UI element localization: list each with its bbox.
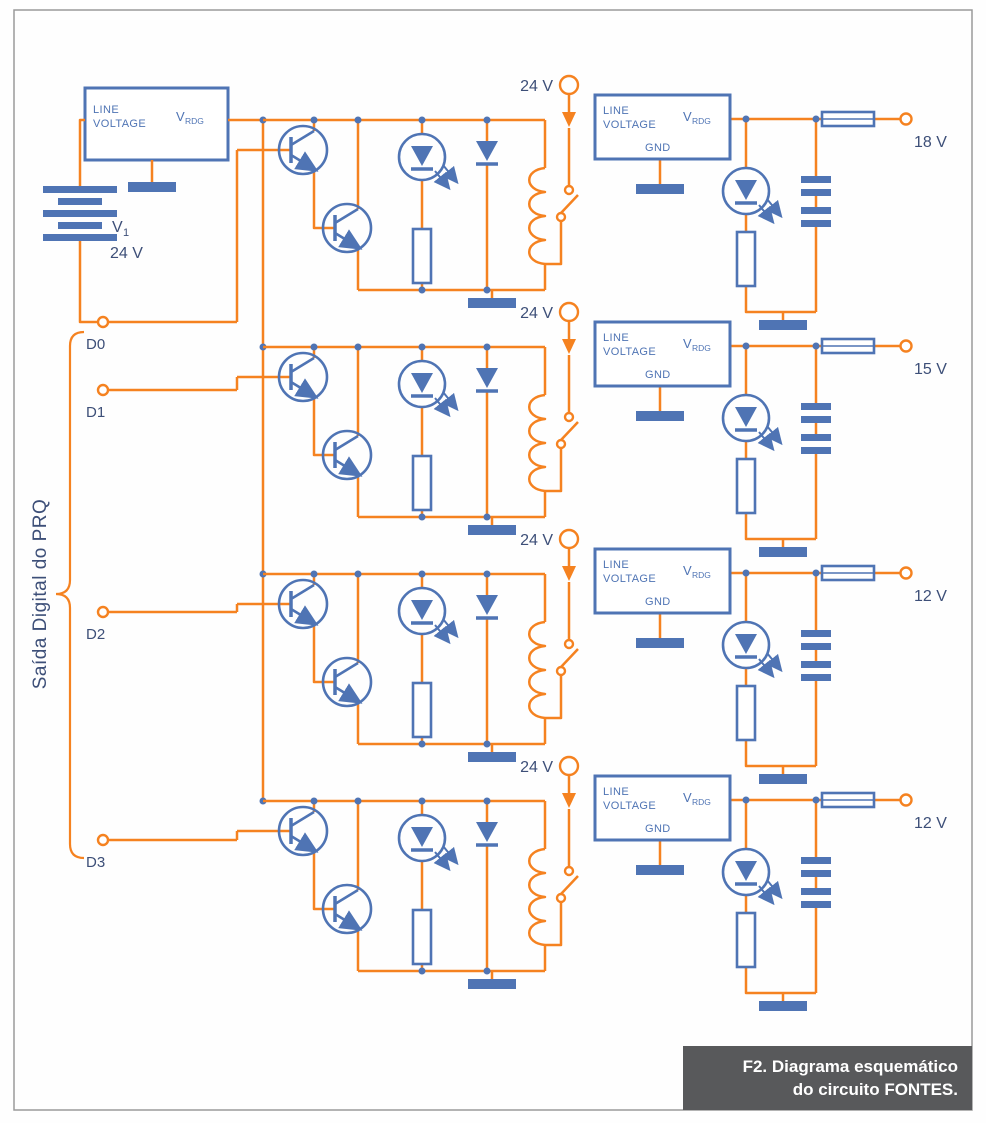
channel-labels: 24 V 18 V 24 V 15 V 24 V 12 V 24 V 12 V [520,78,947,832]
d1-label: D1 [86,404,105,421]
caption-background [683,1046,972,1110]
line-monitor-line2-label: VOLTAGE [93,118,146,130]
channel-3-output-label: 12 V [914,588,947,605]
ground [128,182,176,192]
battery: V 1 24 V [43,118,143,324]
terminal-d1 [96,383,110,397]
digital-input-wires [108,150,239,842]
line-monitor: LINE VOLTAGE V RDG [83,86,263,192]
channel-4-output-label: 12 V [914,815,947,832]
line-monitor-vout-label: V [176,109,185,124]
d3-label: D3 [86,854,105,871]
line-monitor-line1-label: LINE [93,104,119,116]
digital-bus-label: Saída Digital do PRQ [30,499,51,690]
battery-plate [43,186,117,193]
line-monitor-box [83,86,230,162]
figure-caption: F2. Diagrama esquemático do circuito FON… [683,1046,972,1110]
caption-line1: F2. Diagrama esquemático [743,1057,958,1076]
digital-inputs: D0 D1 D2 D3 Saída Digital do PRQ [30,150,239,871]
channel-1-supply-label: 24 V [520,78,553,95]
power-column [259,116,267,805]
battery-plate [43,234,117,241]
battery-plate [58,198,102,205]
channel-1 [237,76,912,330]
battery-plate [58,222,102,229]
channel-4-supply-label: 24 V [520,759,553,776]
d2-label: D2 [86,626,105,643]
terminal-d3 [96,833,110,847]
caption-line2: do circuito FONTES. [793,1080,958,1099]
d0-label: D0 [86,336,105,353]
channel-3-supply-label: 24 V [520,532,553,549]
line-monitor-vout-subscript: RDG [185,116,204,126]
battery-name-subscript: 1 [123,227,129,239]
battery-wires [78,118,98,324]
channel-3 [237,530,912,784]
battery-voltage-label: 24 V [110,245,143,262]
terminal-d2 [96,605,110,619]
line-monitor-wires [150,118,263,182]
channel-2 [237,303,912,557]
figure-border [13,9,973,1111]
channel-2-output-label: 15 V [914,361,947,378]
battery-plate [43,210,117,217]
terminal-d0 [96,315,110,329]
channel-2-supply-label: 24 V [520,305,553,322]
bus-brace [55,330,85,860]
battery-name-label: V [112,219,123,236]
channel-4 [237,757,912,1011]
channel-1-output-label: 18 V [914,134,947,151]
